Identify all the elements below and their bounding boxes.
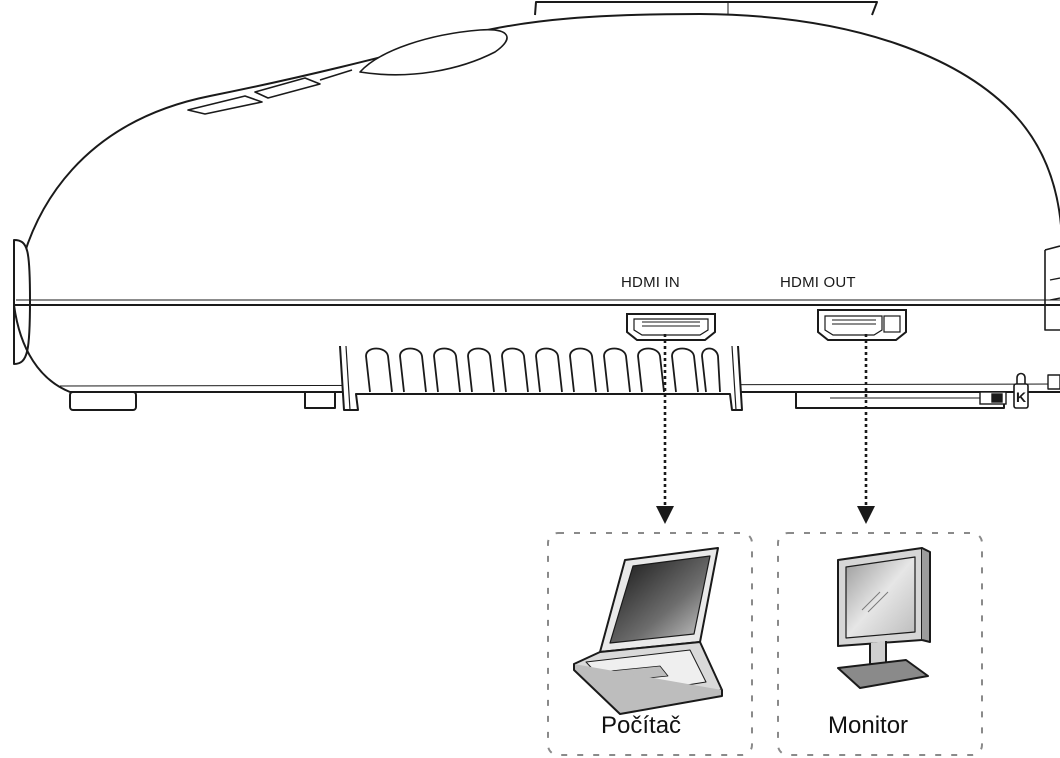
hdmi-in-label: HDMI IN — [621, 274, 680, 291]
arrow-hdmi-in-to-computer — [656, 334, 674, 524]
kensington-lock-icon: K — [1013, 372, 1029, 409]
computer-label: Počítač — [601, 712, 682, 739]
svg-text:K: K — [1016, 389, 1026, 405]
hdmi-in-port — [626, 313, 716, 341]
monitor-icon — [837, 547, 931, 689]
arrow-hdmi-out-to-monitor — [857, 334, 875, 524]
hdmi-out-port — [817, 309, 907, 341]
hdmi-out-label: HDMI OUT — [780, 274, 856, 291]
monitor-label: Monitor — [828, 712, 909, 739]
slider-switch-icon — [979, 391, 1007, 405]
laptop-icon — [573, 547, 723, 715]
document-camera-side-view — [13, 1, 1060, 411]
